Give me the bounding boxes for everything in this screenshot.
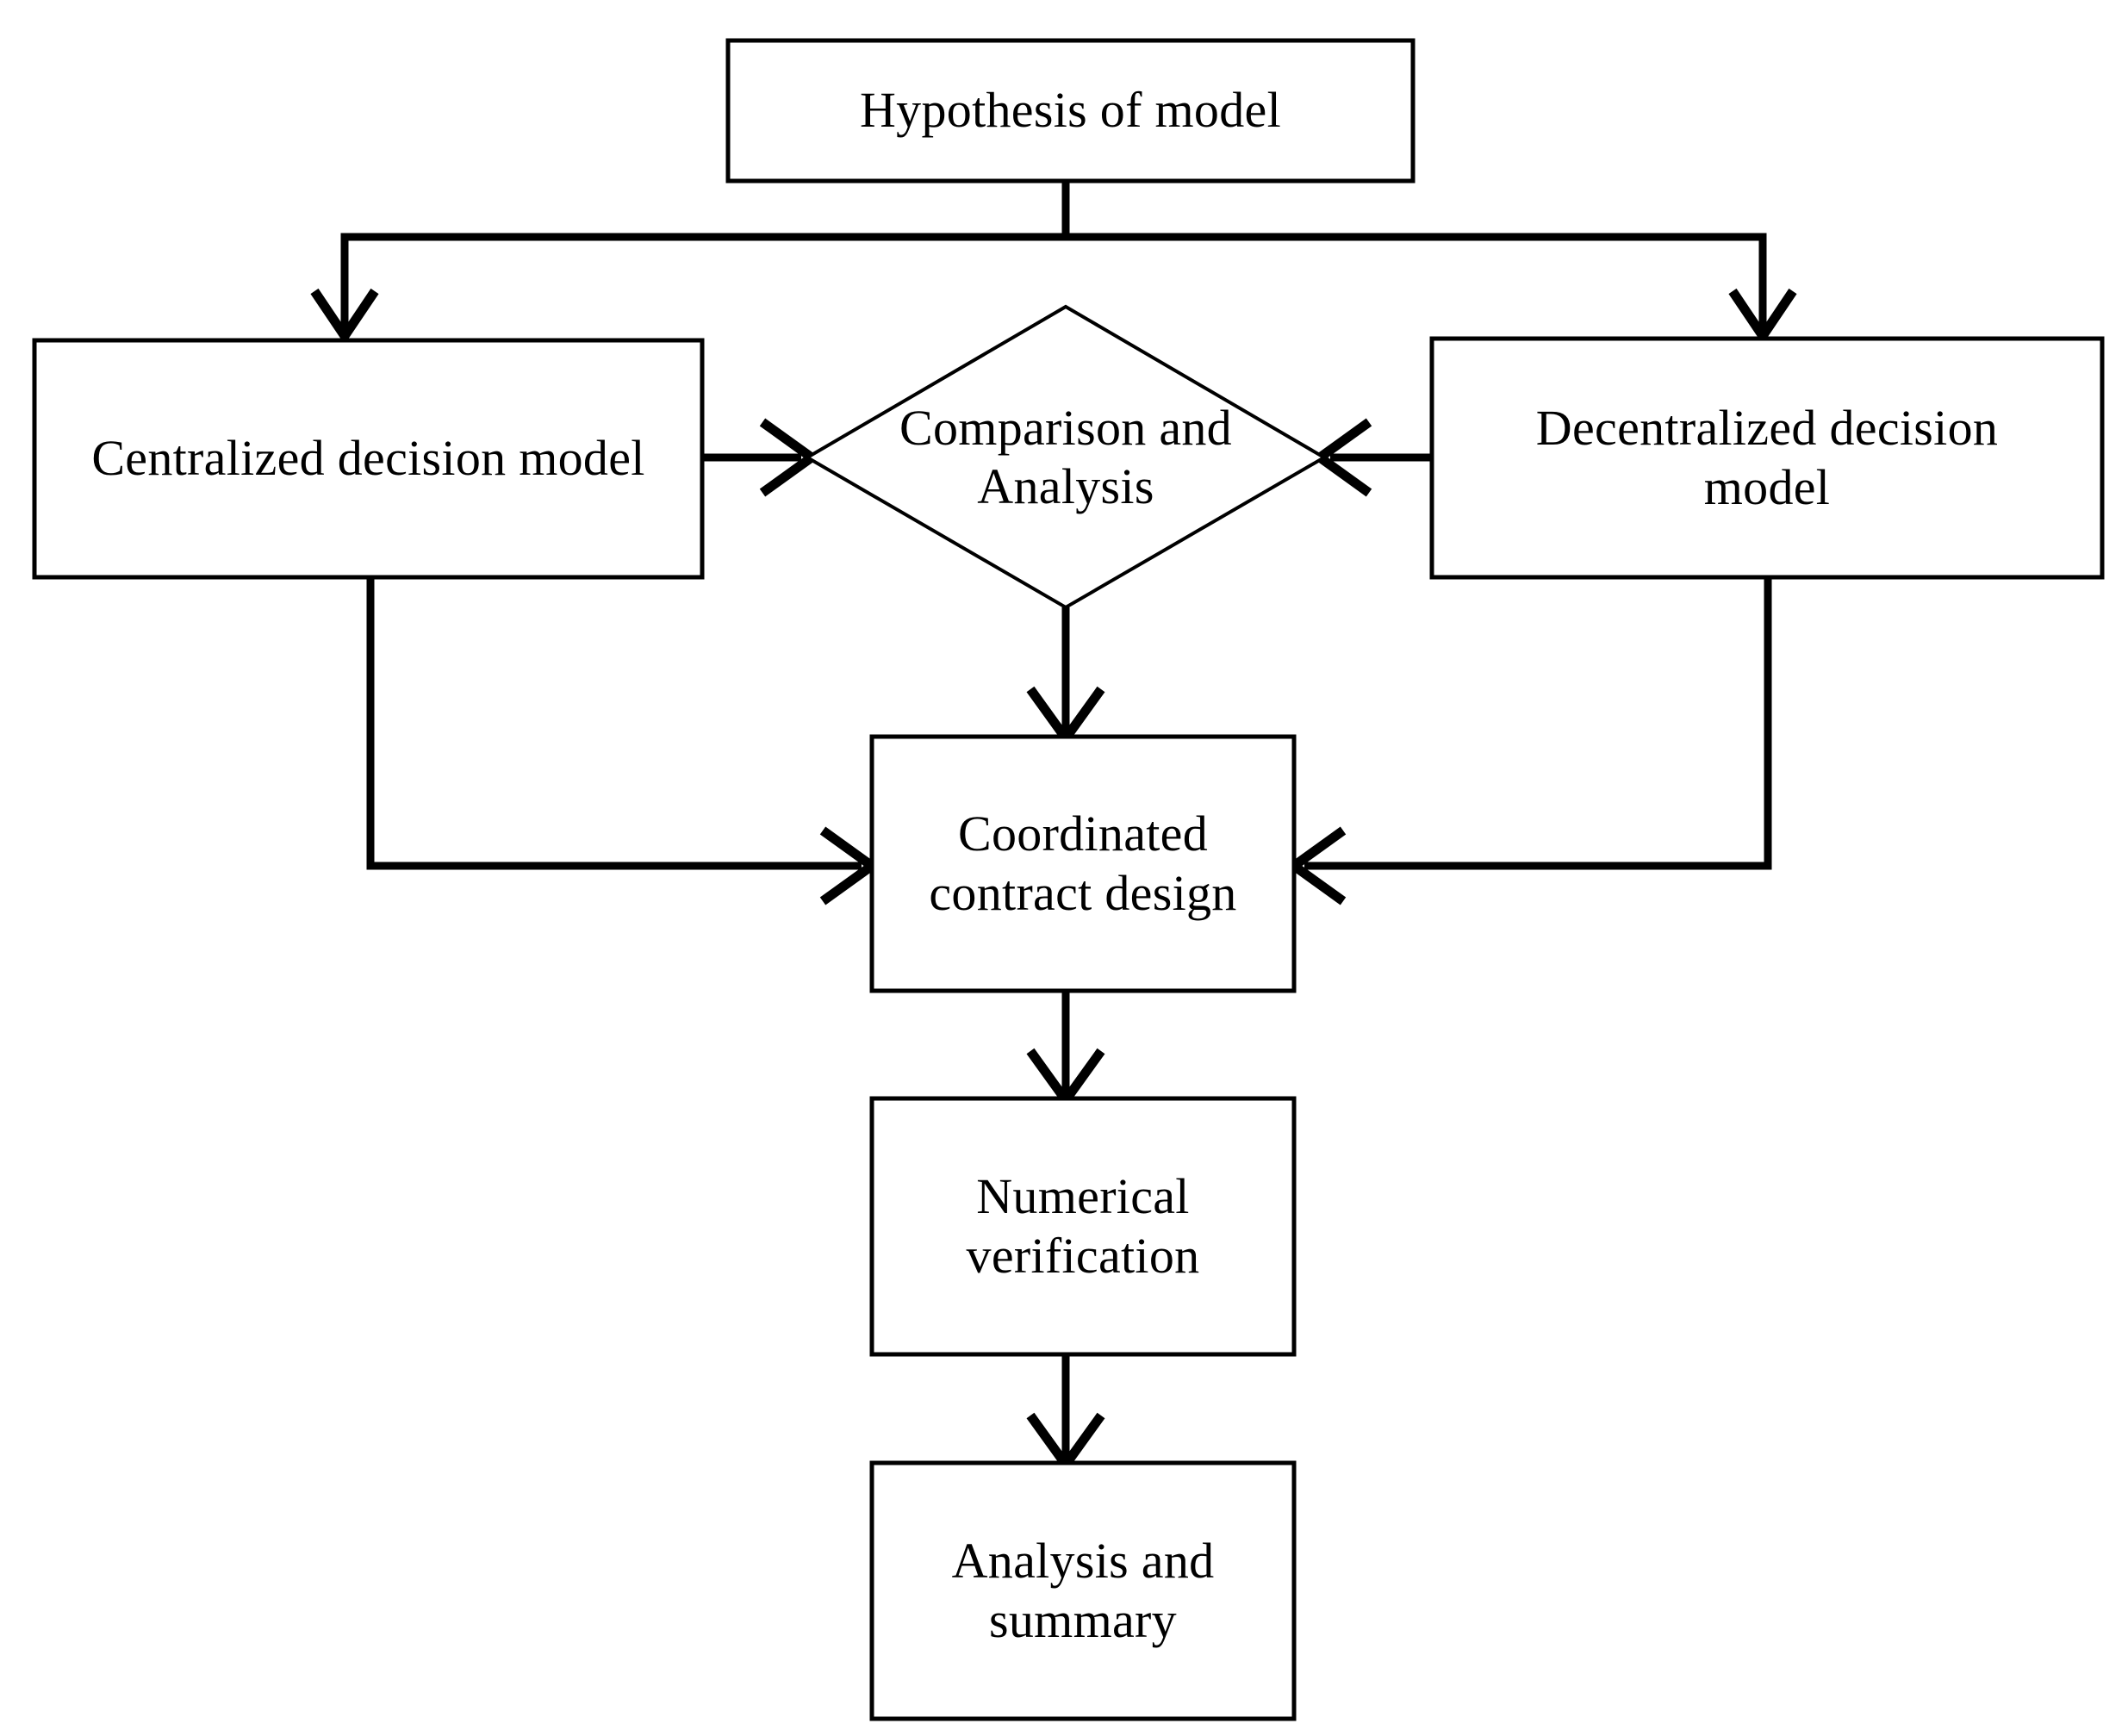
arrowhead-down-decentralized bbox=[1728, 288, 1797, 345]
node-coordinated-contract-design[interactable] bbox=[869, 734, 1297, 993]
node-hypothesis-of-model[interactable] bbox=[725, 38, 1416, 184]
edge-hypothesis-to-centralized bbox=[340, 181, 1070, 329]
node-decentralized-decision-model[interactable] bbox=[1429, 336, 2105, 580]
arrowhead-down-centralized bbox=[310, 288, 379, 345]
edge-decentralized-to-coordinated bbox=[1304, 577, 1772, 870]
node-numerical-verification[interactable] bbox=[869, 1096, 1297, 1357]
node-analysis-and-summary[interactable] bbox=[869, 1460, 1297, 1721]
edge-hypothesis-to-decentralized bbox=[1066, 233, 1767, 329]
node-comparison-and-analysis[interactable] bbox=[804, 304, 1328, 610]
node-shape-layer bbox=[32, 38, 2105, 1721]
edge-centralized-to-coordinated bbox=[366, 577, 862, 870]
node-centralized-decision-model[interactable] bbox=[32, 338, 705, 580]
